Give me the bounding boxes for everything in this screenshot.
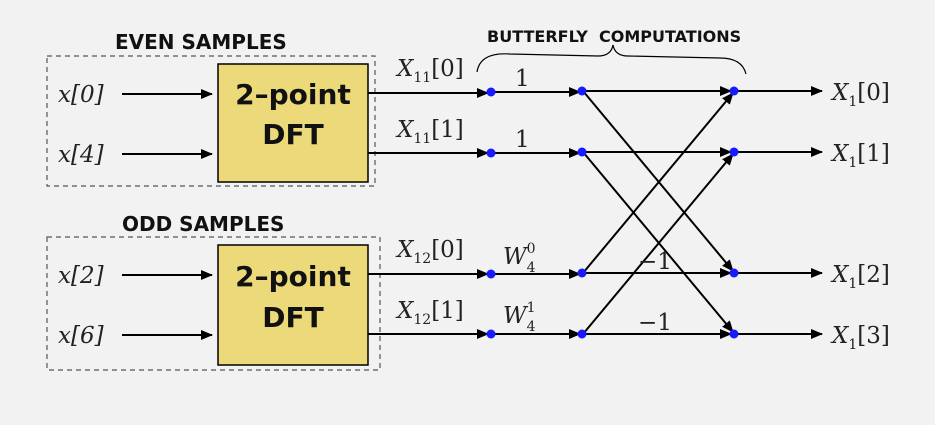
output-label-X1-0: X1[0] — [830, 80, 890, 110]
node-dot — [729, 147, 739, 157]
butterfly-cross-0-to-2 — [582, 90, 734, 272]
gain-label-neg1-a: −1 — [638, 249, 672, 275]
even-samples-group — [46, 55, 376, 187]
node-dot — [729, 86, 739, 96]
node-dot — [729, 268, 739, 278]
node-dot — [577, 147, 587, 157]
gain-label-neg1-b: −1 — [638, 310, 672, 336]
label-x12-0: X12[0] — [395, 237, 464, 267]
butterfly-header: BUTTERFLY COMPUTATIONS — [487, 27, 741, 46]
node-dot — [577, 86, 587, 96]
input-label-x4: x[4] — [58, 142, 104, 168]
dft-top-line1: 2–point — [235, 78, 351, 111]
dft-block-top — [217, 63, 369, 183]
butterfly-brace — [476, 44, 747, 75]
input-label-x2: x[2] — [58, 263, 104, 289]
gain-label-1-top: 1 — [515, 66, 530, 92]
node-dot — [577, 329, 587, 339]
odd-samples-group — [46, 236, 381, 371]
dft-top-line2: DFT — [262, 118, 323, 151]
node-dot — [577, 268, 587, 278]
output-label-X1-1: X1[1] — [830, 141, 890, 171]
butterfly-cross-2-to-0 — [582, 92, 734, 274]
even-samples-header: EVEN SAMPLES — [115, 30, 287, 54]
gain-label-1-second: 1 — [515, 127, 530, 153]
odd-samples-header: ODD SAMPLES — [122, 212, 284, 236]
node-dot — [486, 329, 496, 339]
node-dot — [486, 87, 496, 97]
butterfly-cross-1-to-3 — [582, 151, 734, 333]
input-label-x6: x[6] — [58, 323, 104, 349]
output-label-X1-3: X1[3] — [830, 323, 890, 353]
input-label-x0: x[0] — [58, 82, 104, 108]
dft-bottom-line1: 2–point — [235, 260, 351, 293]
node-dot — [729, 329, 739, 339]
dft-block-bottom — [217, 244, 369, 366]
output-label-X1-2: X1[2] — [830, 262, 890, 292]
butterfly-cross-3-to-1 — [582, 153, 734, 335]
node-dot — [486, 269, 496, 279]
node-dot — [486, 148, 496, 158]
label-x12-1: X12[1] — [395, 298, 464, 328]
label-x11-1: X11[1] — [395, 117, 464, 147]
dft-bottom-line2: DFT — [262, 301, 323, 334]
label-x11-0: X11[0] — [395, 56, 464, 86]
